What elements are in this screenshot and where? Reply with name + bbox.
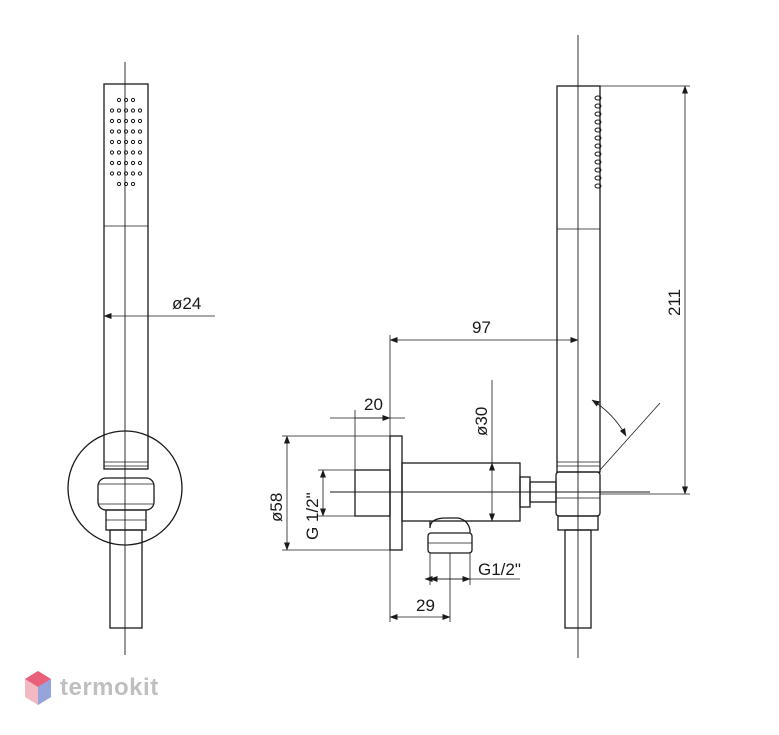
side-view: 211 97 20 ø30 ø58 G 1/2" G1/2" — [267, 35, 690, 658]
brand-logo-icon — [25, 671, 51, 705]
nozzle — [594, 151, 602, 157]
nozzle — [137, 150, 143, 155]
brand-name: termokit — [60, 674, 159, 701]
nozzle — [137, 171, 143, 176]
nozzle — [594, 135, 602, 141]
dim-handle-diameter: ø24 — [172, 294, 201, 313]
dim-outlet-thread: G1/2" — [478, 560, 521, 579]
nozzle — [116, 160, 122, 166]
outlet-elbow — [429, 517, 471, 533]
nozzle — [123, 129, 129, 134]
nozzle — [123, 160, 129, 166]
nozzle — [594, 95, 602, 101]
dim-reach: 97 — [472, 318, 491, 337]
nozzle — [116, 129, 122, 134]
nozzle — [594, 167, 602, 173]
hose-front — [109, 529, 143, 629]
dim-height: 211 — [665, 289, 684, 316]
hose-side — [564, 529, 592, 629]
dim-depth: 20 — [364, 395, 383, 414]
holder-front — [97, 477, 155, 511]
nozzle — [130, 108, 136, 113]
wall-connector — [354, 469, 391, 517]
nozzle — [123, 118, 129, 124]
nozzle — [594, 143, 602, 149]
tilt-arc — [591, 399, 627, 437]
nozzle — [594, 159, 602, 165]
nozzle — [137, 160, 143, 166]
handle-front — [103, 83, 149, 470]
nozzle — [123, 171, 129, 176]
nozzle — [130, 129, 136, 134]
nozzle — [130, 139, 136, 145]
nozzle-column — [594, 95, 602, 189]
nozzle — [123, 139, 129, 145]
nozzle — [123, 97, 129, 103]
dim-flange-diameter: ø58 — [267, 493, 286, 522]
nozzle — [137, 118, 143, 124]
nozzle — [109, 150, 115, 155]
nozzle — [116, 150, 122, 155]
nozzle — [109, 108, 115, 113]
nozzle — [109, 171, 115, 176]
nozzle-grid — [109, 97, 143, 187]
nozzle — [594, 111, 602, 117]
front-view: ø24 — [67, 62, 215, 655]
nozzle — [594, 103, 602, 109]
nozzle — [137, 139, 143, 145]
nozzle — [130, 181, 136, 187]
nozzle — [130, 160, 136, 166]
nozzle — [116, 108, 122, 113]
nozzle — [109, 129, 115, 134]
nozzle — [109, 118, 115, 124]
nozzle — [594, 175, 602, 181]
nozzle — [116, 139, 122, 145]
nozzle — [116, 118, 122, 124]
nozzle — [130, 97, 136, 103]
nozzle — [594, 127, 602, 133]
dim-body-diameter: ø30 — [472, 407, 491, 436]
watermark: termokit — [24, 670, 159, 706]
nozzle — [123, 181, 129, 187]
nozzle — [109, 139, 115, 145]
nozzle — [594, 183, 602, 189]
nozzle — [137, 129, 143, 134]
nozzle — [123, 108, 129, 113]
handle-side — [556, 85, 601, 473]
wall-flange-side — [389, 435, 403, 551]
wall-flange-front — [67, 430, 183, 546]
nozzle — [130, 150, 136, 155]
nozzle — [116, 181, 122, 187]
nozzle — [116, 171, 122, 176]
nozzle — [130, 118, 136, 124]
nozzle — [109, 160, 115, 166]
dim-offset: 29 — [416, 596, 435, 615]
dim-inlet-thread: G 1/2" — [303, 492, 322, 540]
nozzle — [123, 150, 129, 155]
tilt-line — [599, 402, 661, 471]
nozzle — [116, 97, 122, 103]
nozzle — [137, 108, 143, 113]
nozzle — [594, 119, 602, 125]
nozzle — [130, 171, 136, 176]
